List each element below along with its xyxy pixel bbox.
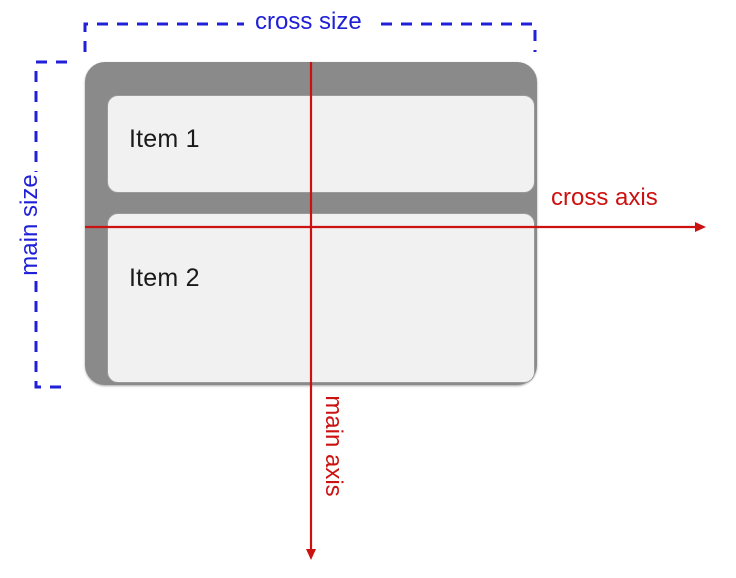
flex-item-2: Item 2 bbox=[107, 213, 535, 383]
cross-size-bracket bbox=[83, 22, 537, 52]
cross-axis-label: cross axis bbox=[551, 184, 658, 211]
main-size-bracket bbox=[34, 60, 67, 389]
flex-item-2-label: Item 2 bbox=[129, 264, 200, 292]
cross-size-label: cross size bbox=[255, 8, 362, 35]
main-axis-label: main axis bbox=[320, 395, 347, 497]
flex-item-1-label: Item 1 bbox=[129, 125, 200, 153]
main-size-label: main size bbox=[16, 174, 43, 276]
flex-item-1: Item 1 bbox=[107, 95, 535, 193]
